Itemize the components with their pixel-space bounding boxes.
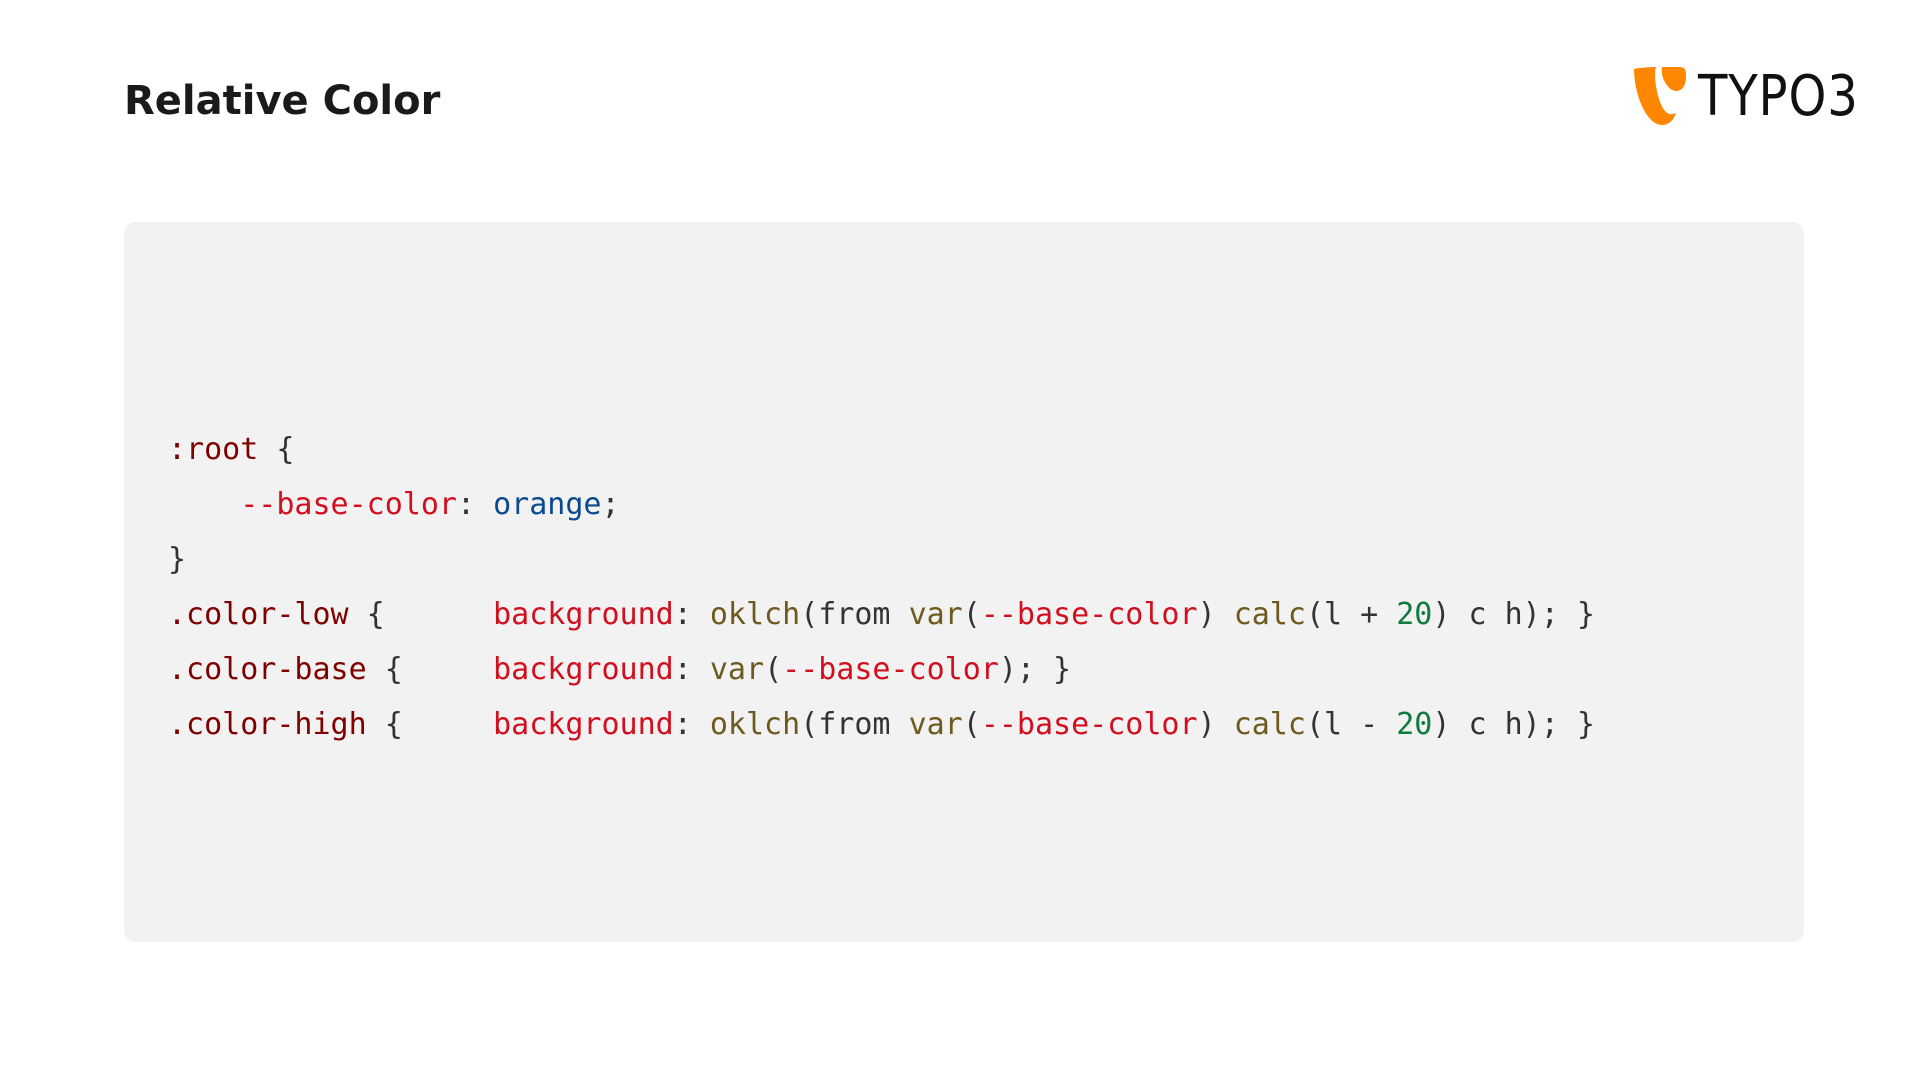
code-token-function: calc (1233, 597, 1306, 632)
code-token-punctuation: { (366, 652, 494, 687)
code-token-punctuation: (from (800, 597, 909, 632)
code-token-punctuation: ; (601, 487, 620, 522)
code-token-punctuation: ( (962, 707, 981, 742)
code-token-property: background (493, 652, 674, 687)
code-token-punctuation: ) (1197, 707, 1234, 742)
code-token-punctuation: (from (800, 707, 909, 742)
code-token-punctuation: : (457, 487, 494, 522)
code-line: } (168, 532, 1595, 587)
code-line: --base-color: orange; (168, 477, 1595, 532)
code-token-selector: :root (168, 432, 259, 467)
code-token-function: var (709, 652, 765, 687)
code-token-selector: .color-high (168, 707, 367, 742)
code-token-value: orange (493, 487, 602, 522)
typo3-logo-text: TYPO3 (1698, 64, 1859, 129)
code-line: :root { (168, 422, 1595, 477)
code-token-property: --base-color (980, 597, 1198, 632)
code-token-punctuation: { (258, 432, 295, 467)
code-token-punctuation (168, 487, 240, 522)
code-token-punctuation: (l + (1305, 597, 1397, 632)
code-panel: :root { --base-color: orange;} .color-low… (124, 222, 1804, 942)
code-token-property: --base-color (980, 707, 1198, 742)
code-token-punctuation: ) c h); } (1432, 707, 1595, 742)
code-token-selector: .color-base (168, 652, 367, 687)
code-block: :root { --base-color: orange;} .color-low… (168, 422, 1595, 752)
code-token-function: oklch (709, 707, 801, 742)
code-token-number: 20 (1396, 597, 1433, 632)
code-token-punctuation: ( (764, 652, 783, 687)
code-token-function: var (908, 597, 963, 632)
code-line: .color-low { background: oklch(from var(… (168, 587, 1595, 642)
code-line: .color-high { background: oklch(from var… (168, 697, 1595, 752)
code-token-punctuation: ) c h); } (1432, 597, 1595, 632)
code-token-punctuation: (l - (1305, 707, 1397, 742)
code-token-number: 20 (1396, 707, 1433, 742)
code-token-punctuation: : (673, 597, 710, 632)
code-token-function: var (908, 707, 963, 742)
code-token-punctuation: { (366, 707, 494, 742)
code-token-punctuation: : (673, 707, 710, 742)
code-token-function: calc (1233, 707, 1306, 742)
code-token-property: background (493, 597, 674, 632)
code-token-property: --base-color (240, 487, 457, 522)
code-token-selector: .color-low (168, 597, 349, 632)
typo3-logo-icon (1634, 67, 1686, 125)
code-token-punctuation: ( (962, 597, 981, 632)
typo3-logo: TYPO3 (1630, 62, 1885, 132)
code-token-punctuation: ) (1197, 597, 1234, 632)
code-token-function: oklch (709, 597, 801, 632)
code-token-punctuation: { (348, 597, 494, 632)
code-token-punctuation: } (168, 542, 187, 577)
code-token-property: --base-color (782, 652, 999, 687)
code-token-property: background (493, 707, 674, 742)
code-token-punctuation: : (673, 652, 710, 687)
code-line: .color-base { background: var(--base-col… (168, 642, 1595, 697)
code-token-punctuation: ); } (998, 652, 1072, 687)
slide-title: Relative Color (124, 78, 441, 124)
